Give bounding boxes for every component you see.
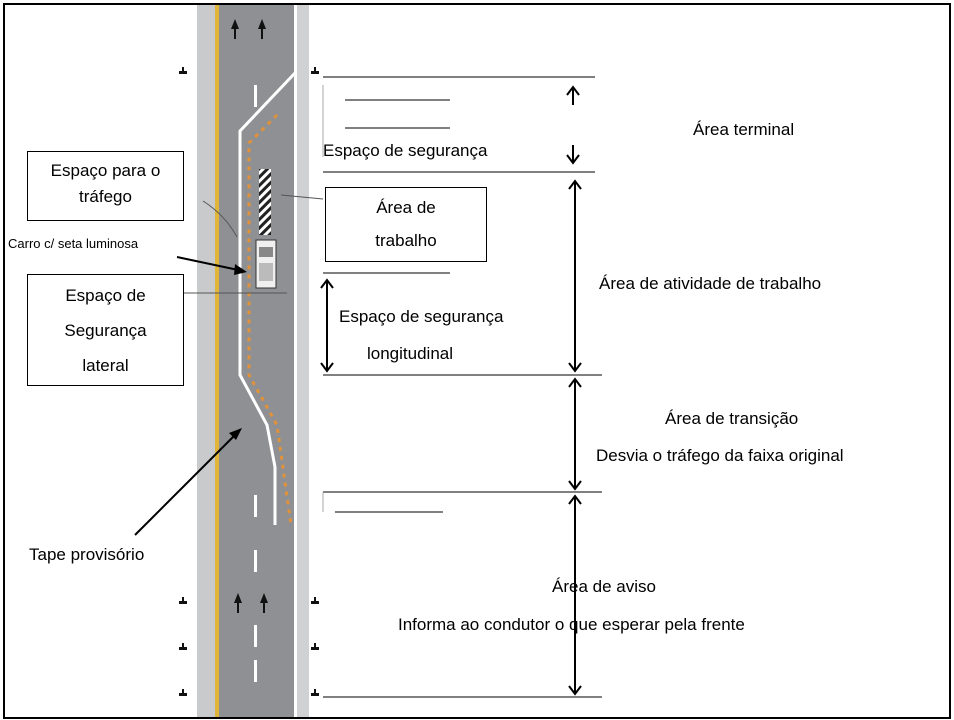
zone-lines bbox=[323, 76, 602, 698]
traffic-space-box: Espaço para o tráfego bbox=[27, 151, 184, 221]
work-area-line2: trabalho bbox=[375, 231, 437, 250]
right-edge-line bbox=[294, 5, 297, 717]
traffic-space-line2: tráfego bbox=[79, 187, 132, 206]
lateral-safety-line2: Segurança bbox=[64, 321, 147, 340]
transition-area-description: Desvia o tráfego da faixa original bbox=[596, 446, 844, 465]
activity-area-label: Área de atividade de trabalho bbox=[599, 274, 822, 293]
work-area-box: Área de trabalho bbox=[325, 187, 487, 262]
pointer-arrows bbox=[134, 256, 247, 536]
temporary-tape-label: Tape provisório bbox=[29, 545, 145, 564]
work-area-hatch bbox=[259, 169, 271, 235]
yellow-line bbox=[215, 5, 219, 717]
zone-arrows bbox=[320, 85, 582, 696]
warning-area-description: Informa ao condutor o que esperar pela f… bbox=[398, 615, 745, 634]
direction-arrows-top bbox=[231, 19, 266, 39]
road-diagram bbox=[134, 5, 602, 717]
lane-dashes bbox=[254, 85, 257, 682]
lateral-safety-line3: lateral bbox=[82, 356, 129, 375]
diagram-frame: Espaço para o tráfego Carro c/ seta lumi… bbox=[3, 3, 951, 719]
arrow-car-label: Carro c/ seta luminosa bbox=[8, 236, 139, 251]
safety-space-label: Espaço de segurança bbox=[323, 141, 488, 160]
long-safety-line1: Espaço de segurança bbox=[339, 307, 504, 326]
cone-line bbox=[247, 113, 293, 526]
temporary-tape-line bbox=[238, 71, 297, 525]
traffic-space-line1: Espaço para o bbox=[50, 161, 161, 180]
direction-arrows-bottom bbox=[234, 593, 268, 613]
road-signs bbox=[179, 67, 319, 696]
road-surface bbox=[215, 5, 297, 717]
lateral-safety-box: Espaço de Segurança lateral bbox=[27, 274, 184, 386]
warning-area-label: Área de aviso bbox=[552, 577, 656, 596]
work-area-line1: Área de bbox=[376, 198, 436, 217]
lateral-safety-line1: Espaço de bbox=[65, 286, 146, 305]
terminal-area-label: Área terminal bbox=[693, 120, 795, 139]
long-safety-line2: longitudinal bbox=[367, 344, 454, 363]
right-shoulder bbox=[297, 5, 309, 717]
callout-lines bbox=[179, 194, 324, 294]
transition-area-label: Área de transição bbox=[665, 409, 799, 428]
left-shoulder bbox=[197, 5, 217, 717]
